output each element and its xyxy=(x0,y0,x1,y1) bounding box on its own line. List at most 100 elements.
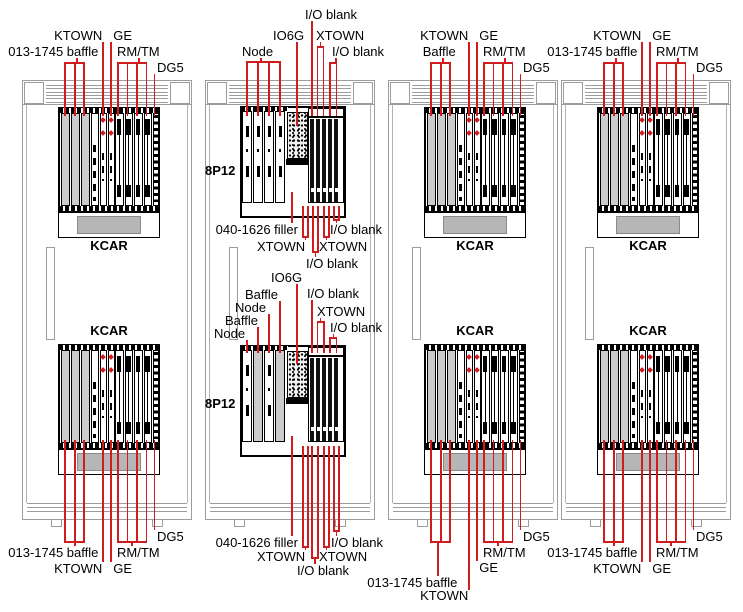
callout-line xyxy=(692,440,695,530)
xio-bay xyxy=(308,117,344,203)
card-midline xyxy=(513,372,515,422)
card-heatsink xyxy=(145,119,150,135)
card-heatsink xyxy=(135,356,140,372)
baffle-card xyxy=(60,113,70,206)
callout-line xyxy=(136,440,138,542)
card-heatsink xyxy=(674,119,679,135)
callout-line xyxy=(603,440,606,542)
xio-card-notch xyxy=(310,427,314,431)
callout-line xyxy=(257,62,259,116)
baffle-card xyxy=(253,350,263,442)
callout-line xyxy=(648,440,651,562)
baffle-card xyxy=(80,113,90,206)
callout-line xyxy=(656,63,658,116)
callout-line xyxy=(332,334,335,338)
card-marks xyxy=(93,145,97,201)
card-heatsink xyxy=(655,422,660,434)
card-heatsink xyxy=(116,356,121,372)
card-marks xyxy=(267,365,271,376)
callout-line xyxy=(126,440,129,542)
xio-card xyxy=(310,118,314,202)
base-vent-line xyxy=(393,507,553,508)
callout-line xyxy=(328,206,330,237)
callout-line xyxy=(335,58,337,63)
callout-line xyxy=(296,42,298,126)
callout-line xyxy=(138,58,140,63)
xio-card-notch xyxy=(322,188,326,192)
callout-label-xtown: XTOWN xyxy=(317,304,366,319)
node-card xyxy=(264,350,274,442)
card-marks xyxy=(245,405,249,416)
callout-label-node: Node xyxy=(242,44,274,59)
io6g-module xyxy=(287,351,308,398)
baffle-card xyxy=(426,113,436,206)
callout-line xyxy=(449,63,452,116)
cabinet-line xyxy=(562,104,730,105)
callout-connector xyxy=(430,541,452,543)
card-heatsink xyxy=(145,356,150,372)
card-marks xyxy=(257,149,259,152)
callout-connector xyxy=(64,541,86,543)
callout-line xyxy=(304,237,307,240)
callout-line xyxy=(449,440,452,542)
callout-connector xyxy=(246,61,281,63)
callout-label-node: Node xyxy=(214,326,246,341)
callout-line xyxy=(73,542,76,546)
baffle-card xyxy=(599,113,609,206)
callout-line xyxy=(279,62,281,116)
card-midline xyxy=(128,135,130,185)
card-marks xyxy=(153,115,158,202)
kcar-panel xyxy=(77,216,141,234)
card-midline xyxy=(494,135,496,185)
callout-line xyxy=(612,440,615,542)
callout-line xyxy=(329,63,331,116)
callout-label-ktown: KTOWN xyxy=(54,561,103,576)
callout-label-xtown: XTOWN xyxy=(257,239,306,254)
callout-connector xyxy=(656,541,687,543)
callout-label-baffle_013_1745: 013-1745 baffle xyxy=(547,545,638,560)
card-midline xyxy=(147,135,149,185)
card-midline xyxy=(513,135,515,185)
card-marks xyxy=(110,390,112,418)
callout-label-ktown: KTOWN xyxy=(54,28,103,43)
callout-line xyxy=(302,206,304,237)
cabinet-line xyxy=(389,104,557,105)
callout-label-xtown: XTOWN xyxy=(257,549,306,564)
callout-connector xyxy=(323,236,330,238)
p8p12-bay-label: 8P12 xyxy=(205,396,236,411)
baffle-card xyxy=(436,113,446,206)
callout-line xyxy=(675,63,677,116)
vent-slat xyxy=(229,101,351,103)
callout-label-io6g: IO6G xyxy=(273,28,305,43)
card-marks xyxy=(649,390,651,418)
card-rail xyxy=(598,206,698,211)
cabinet-side-line xyxy=(726,105,727,503)
callout-line xyxy=(622,63,625,116)
card-marks xyxy=(102,390,105,418)
callout-line xyxy=(145,63,148,116)
callout-line xyxy=(319,318,322,322)
card-marks xyxy=(641,153,644,181)
card-rail xyxy=(59,206,159,211)
card-heatsink xyxy=(135,119,140,135)
card-heatsink xyxy=(501,185,506,197)
card-rail xyxy=(59,108,159,113)
callout-line xyxy=(257,327,259,353)
callout-line xyxy=(101,440,104,562)
callout-label-baffle: Baffle xyxy=(245,287,279,302)
callout-label-dg5: DG5 xyxy=(157,529,184,544)
card-midline xyxy=(676,372,678,422)
baffle-card xyxy=(60,350,70,443)
baffle-card xyxy=(275,350,285,442)
callout-line xyxy=(83,63,86,116)
card-heatsink xyxy=(116,119,121,135)
card-heatsink xyxy=(674,422,679,434)
card-midline xyxy=(128,372,130,422)
callout-line xyxy=(136,63,138,116)
card-heatsink xyxy=(135,422,140,434)
card-heatsink xyxy=(145,422,150,434)
callout-label-ge: GE xyxy=(479,28,499,43)
card-heatsink xyxy=(116,422,121,434)
callout-label-baffle_013_1745: 013-1745 baffle xyxy=(8,44,99,59)
callout-line xyxy=(504,58,506,63)
